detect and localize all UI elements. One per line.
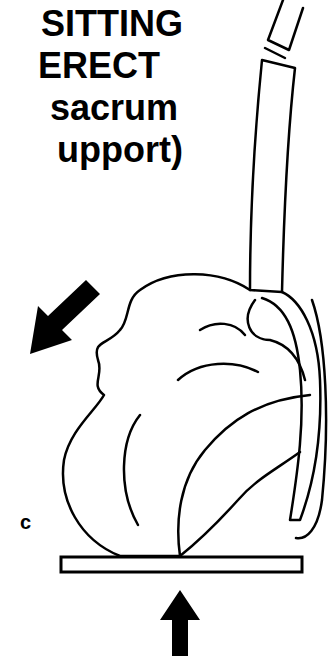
force-arrow: [30, 280, 100, 354]
seat-bar: [61, 557, 302, 572]
heading-text: sacrum: [50, 90, 178, 126]
force-arrow: [160, 590, 200, 656]
heading-text: ERECT: [38, 48, 160, 84]
heading-text: SITTING: [41, 6, 183, 42]
heading-text: upport): [57, 132, 183, 168]
figure-letter: c: [20, 512, 31, 532]
